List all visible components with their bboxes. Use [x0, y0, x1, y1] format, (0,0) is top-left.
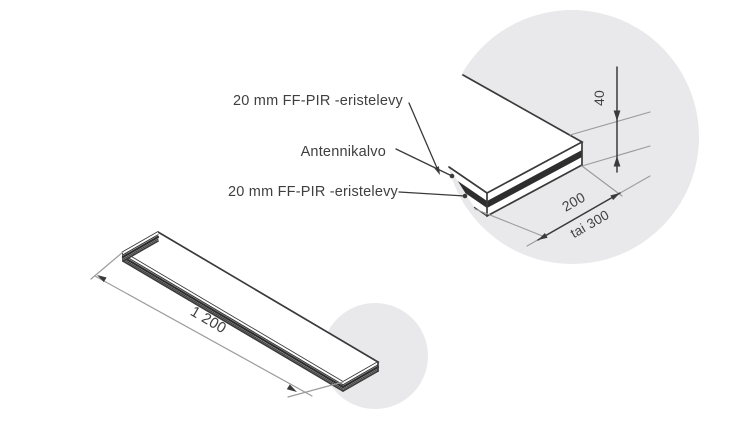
dimension-line-1200 — [94, 275, 313, 397]
panel-right-end-bottom-edge — [342, 370, 379, 392]
extension-line-left — [90, 251, 124, 280]
panel-left-end-film — [121, 235, 160, 259]
antenna-film-band-end — [457, 181, 487, 208]
panel-layer-line-2 — [122, 258, 344, 390]
leader-dot-bottom-board — [462, 193, 468, 199]
arrowhead-right — [286, 384, 297, 392]
extension-line-right — [287, 381, 344, 398]
full-panel — [121, 231, 380, 392]
leader-line-antenna-film — [395, 148, 453, 177]
thickness-dimension-40: 40 — [569, 66, 651, 173]
leader-dot-antenna-film — [449, 173, 455, 179]
panel-right-end-film — [341, 365, 380, 389]
panel-front-bottom-edge — [122, 260, 344, 392]
detail-front-bottom-edge — [486, 164, 583, 217]
arrowhead-up — [613, 156, 621, 167]
leader-line-bottom-board — [398, 191, 466, 197]
extension-line-top — [569, 111, 651, 136]
annotations: 20 mm FF-PIR -eristelevy Antennikalvo 20… — [228, 93, 468, 200]
panel-left-end-bottom-edge — [122, 240, 159, 262]
panel-film-line — [121, 255, 345, 389]
leader-line-top-board — [408, 102, 438, 169]
panel-left-end-layer-2 — [122, 238, 159, 260]
panel-top-face — [123, 232, 378, 382]
arrowhead-right — [610, 193, 620, 201]
panel-left-end-layer-1 — [122, 234, 159, 256]
detail-panel-corner — [437, 74, 584, 217]
dimension-text-40: 40 — [591, 90, 607, 106]
panel-right-end-layer-1 — [342, 364, 379, 386]
arrowhead-down — [613, 110, 621, 121]
panel-right-end-layer-2 — [342, 368, 379, 390]
extension-line-bottom — [581, 145, 651, 167]
detail-top-face — [437, 75, 582, 193]
extension-line-right — [581, 165, 623, 197]
extension-line-left — [474, 208, 546, 238]
arrowhead-left — [538, 233, 548, 240]
panel-layer-line-1 — [122, 254, 344, 386]
arrowhead-left — [97, 275, 107, 283]
label-antenna-film: Antennikalvo — [301, 144, 386, 160]
detail-top-edges — [448, 74, 584, 194]
dimension-line-200 — [537, 192, 621, 241]
label-top-board: 20 mm FF-PIR -eristelevy — [233, 93, 404, 109]
label-bottom-board: 20 mm FF-PIR -eristelevy — [228, 184, 399, 200]
antenna-film-band — [487, 150, 582, 208]
